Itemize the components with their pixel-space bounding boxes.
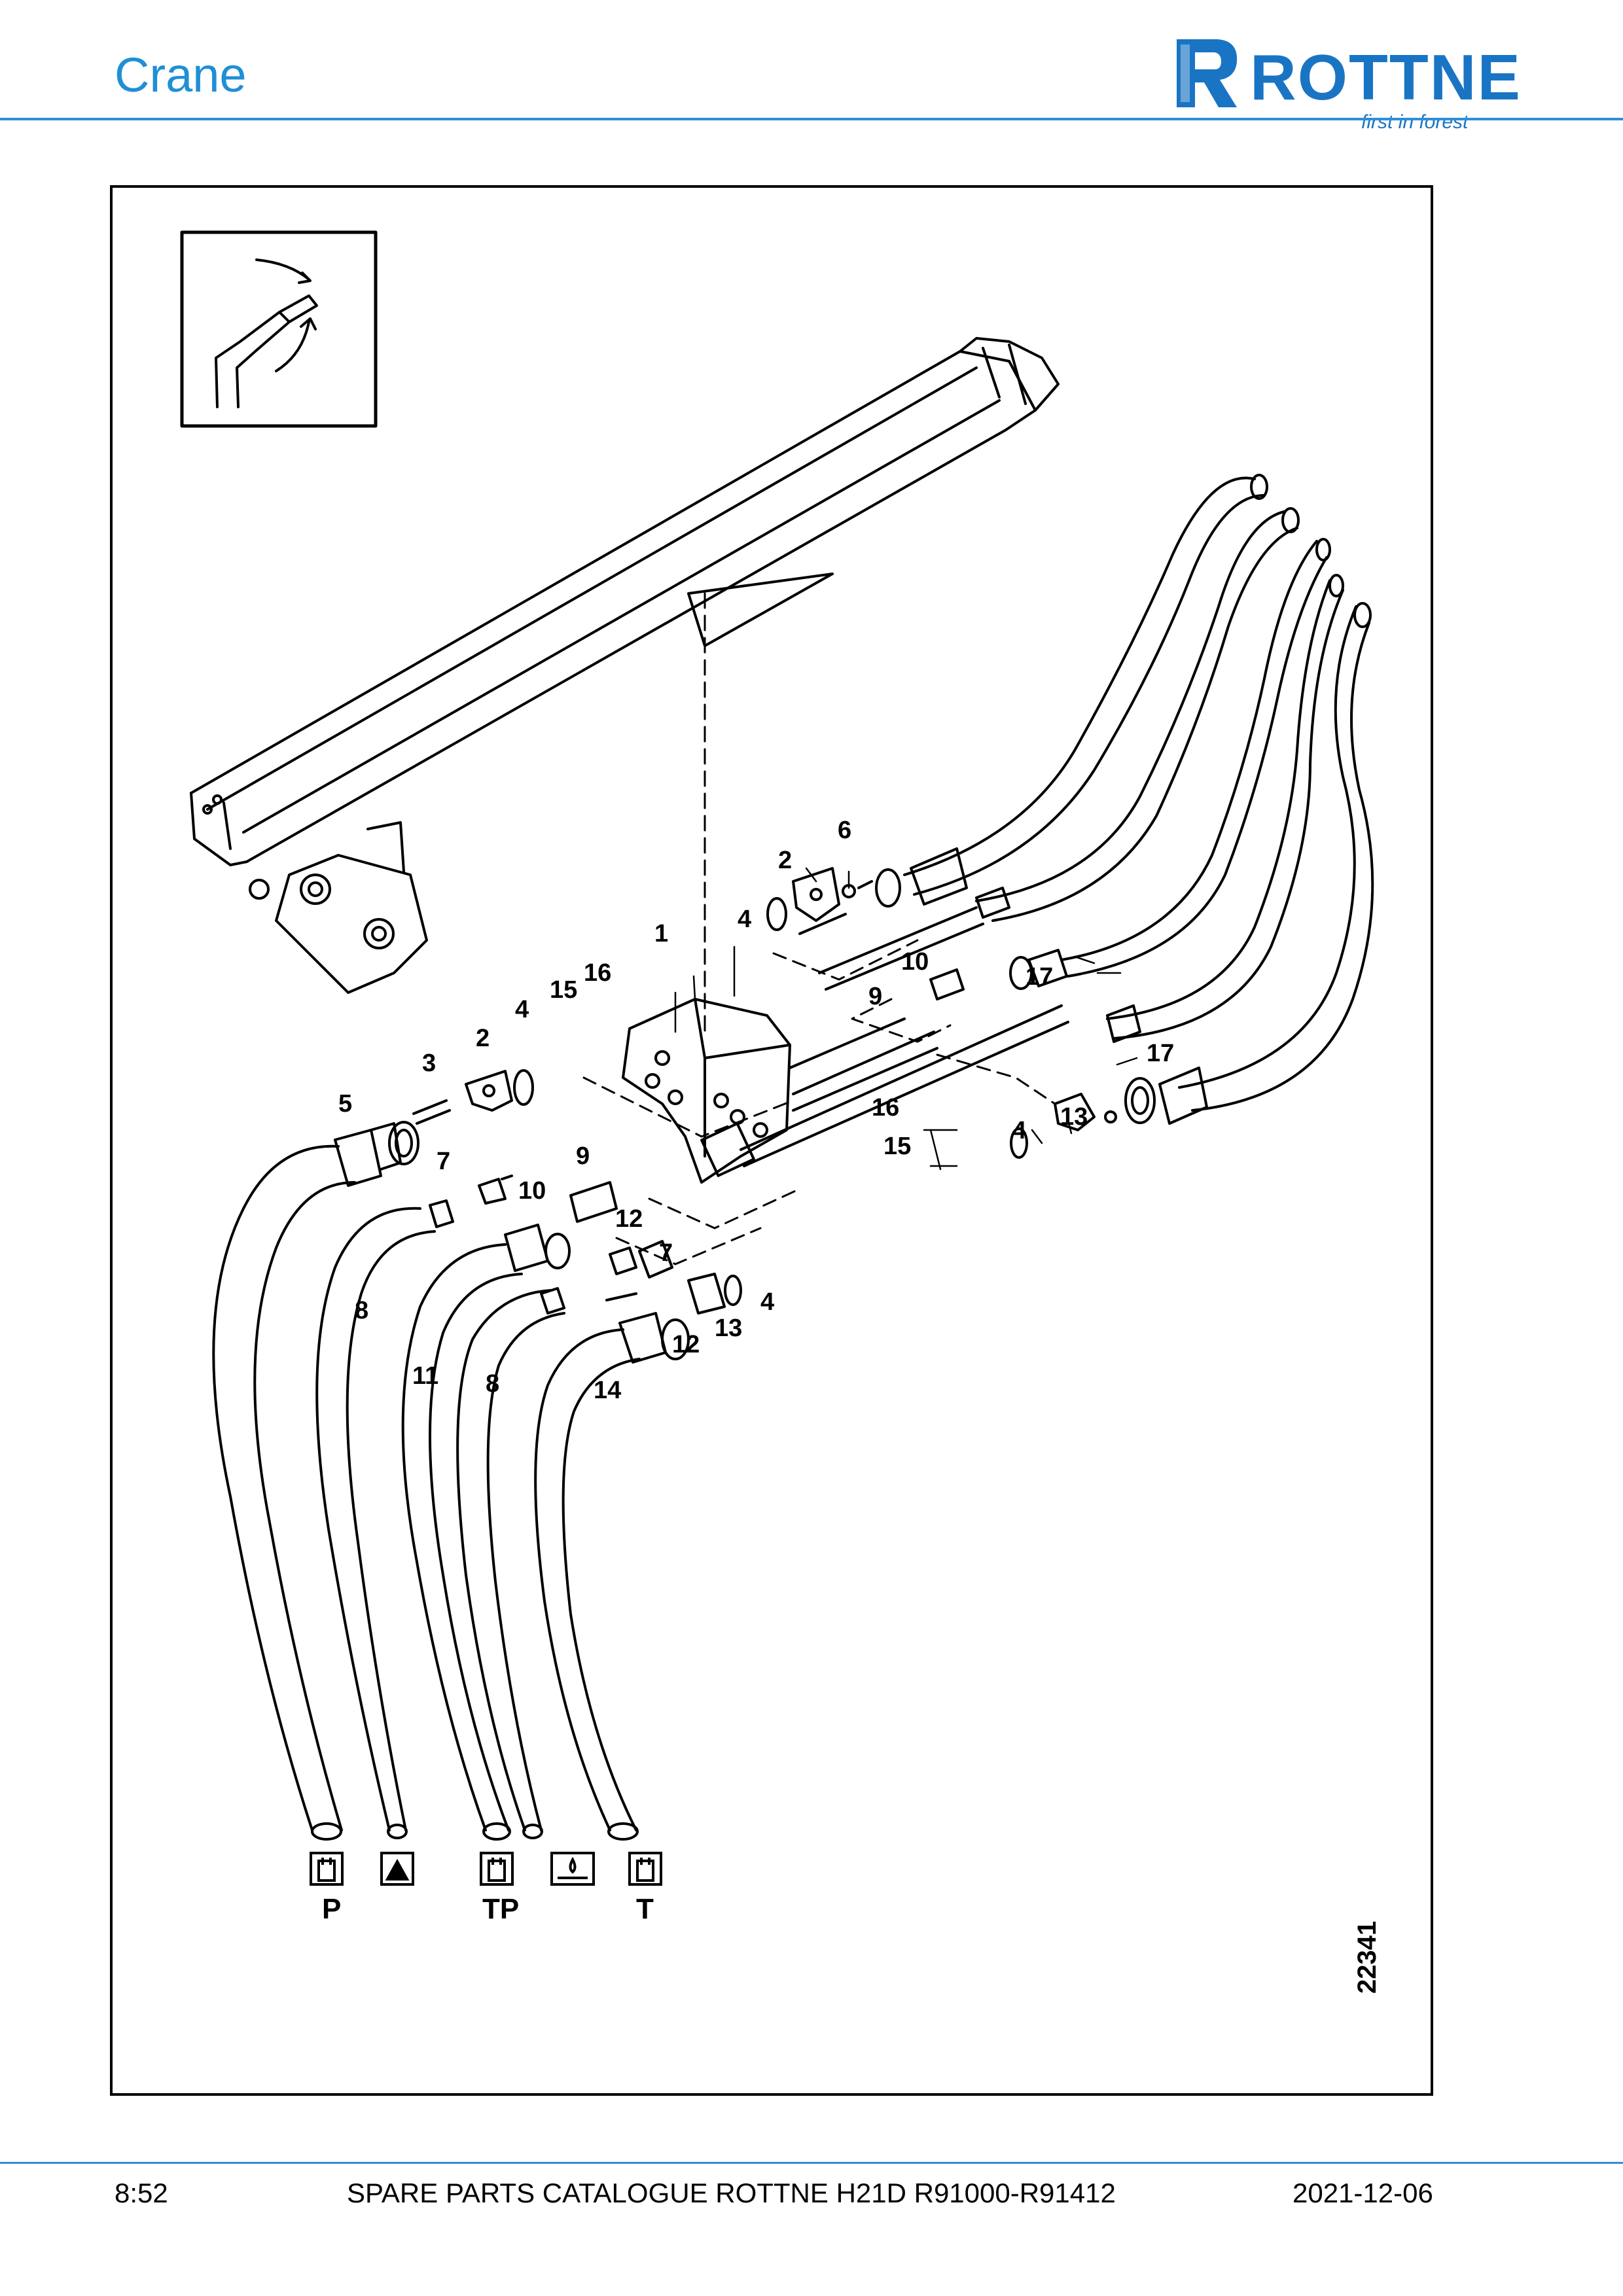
lower-fittings bbox=[334, 1069, 742, 1364]
port-label-tp: TP bbox=[482, 1893, 519, 1925]
callout-leaders bbox=[674, 867, 1138, 1171]
callout-4-left: 4 bbox=[515, 996, 529, 1023]
page-number: 8:52 bbox=[115, 2178, 168, 2208]
hose-bundle-upper bbox=[903, 474, 1374, 1112]
callout-16-upper: 16 bbox=[584, 959, 611, 987]
hydraulic-valve-icon bbox=[480, 1852, 514, 1886]
callout-2-upper: 2 bbox=[778, 847, 792, 874]
pipes bbox=[740, 1004, 1069, 1167]
hydraulic-valve-icon bbox=[310, 1852, 344, 1886]
upper-fittings bbox=[766, 847, 1208, 1159]
rottne-logo-mark bbox=[1177, 39, 1238, 107]
callout-4-upper: 4 bbox=[738, 906, 751, 933]
callout-2-lower: 2 bbox=[476, 1025, 490, 1052]
callout-6: 6 bbox=[838, 817, 851, 844]
section-title: Crane bbox=[115, 48, 247, 102]
footer-rule bbox=[0, 2162, 1623, 2164]
dashed-leaders bbox=[582, 939, 1056, 1265]
callout-13-right: 13 bbox=[1060, 1103, 1088, 1131]
callout-15-lower: 15 bbox=[883, 1133, 911, 1160]
callout-14: 14 bbox=[594, 1377, 621, 1404]
hydraulic-valve-icon bbox=[628, 1852, 662, 1886]
boom-function-icon bbox=[380, 1852, 414, 1886]
boom-orientation-icon bbox=[180, 230, 378, 428]
callout-17-lower: 17 bbox=[1147, 1040, 1174, 1067]
callout-10-upper: 10 bbox=[901, 948, 929, 976]
callout-12-lower: 12 bbox=[672, 1331, 700, 1358]
callout-15-upper: 15 bbox=[550, 976, 577, 1004]
exploded-view-drawing: 1 2 2 3 4 4 4 4 5 6 7 7 8 8 9 9 10 10 11… bbox=[180, 230, 1382, 1994]
brand-tagline: first in forest bbox=[1361, 111, 1469, 133]
callout-9-lower: 9 bbox=[576, 1142, 590, 1170]
callout-4-right: 4 bbox=[1012, 1117, 1026, 1144]
callout-7-left: 7 bbox=[437, 1148, 450, 1175]
callout-11: 11 bbox=[412, 1362, 438, 1390]
drawing-number: 22341 bbox=[1353, 1921, 1382, 1994]
hose-ends bbox=[311, 1822, 639, 1841]
oil-drip-icon bbox=[550, 1852, 595, 1886]
figure-frame bbox=[110, 185, 1433, 2096]
callout-10-lower: 10 bbox=[518, 1177, 546, 1205]
port-label-p: P bbox=[322, 1893, 341, 1925]
port-label-t: T bbox=[636, 1893, 654, 1925]
boom-arm bbox=[190, 337, 1060, 994]
callout-4-lower: 4 bbox=[760, 1288, 774, 1316]
callout-8-right: 8 bbox=[486, 1370, 499, 1398]
callout-5: 5 bbox=[338, 1090, 352, 1118]
callout-3: 3 bbox=[422, 1050, 436, 1077]
callout-13-lower: 13 bbox=[715, 1315, 742, 1342]
callout-7-right: 7 bbox=[659, 1239, 673, 1267]
callout-16-lower: 16 bbox=[872, 1094, 899, 1122]
manifold-bracket bbox=[622, 998, 791, 1184]
header-rule bbox=[0, 118, 1623, 120]
catalogue-title: SPARE PARTS CATALOGUE ROTTNE H21D R91000… bbox=[347, 2178, 1116, 2208]
callout-9-upper: 9 bbox=[868, 983, 882, 1010]
callout-17-upper: 17 bbox=[1026, 963, 1053, 991]
brand-name: ROTTNE bbox=[1250, 41, 1522, 113]
callout-8-left: 8 bbox=[355, 1297, 368, 1324]
callout-12-upper: 12 bbox=[615, 1205, 643, 1233]
catalogue-date: 2021-12-06 bbox=[1293, 2178, 1433, 2208]
callout-1: 1 bbox=[654, 920, 668, 947]
rottne-logo: ROTTNE first in forest bbox=[1171, 34, 1520, 133]
hose-bundle-lower bbox=[212, 1144, 641, 1831]
